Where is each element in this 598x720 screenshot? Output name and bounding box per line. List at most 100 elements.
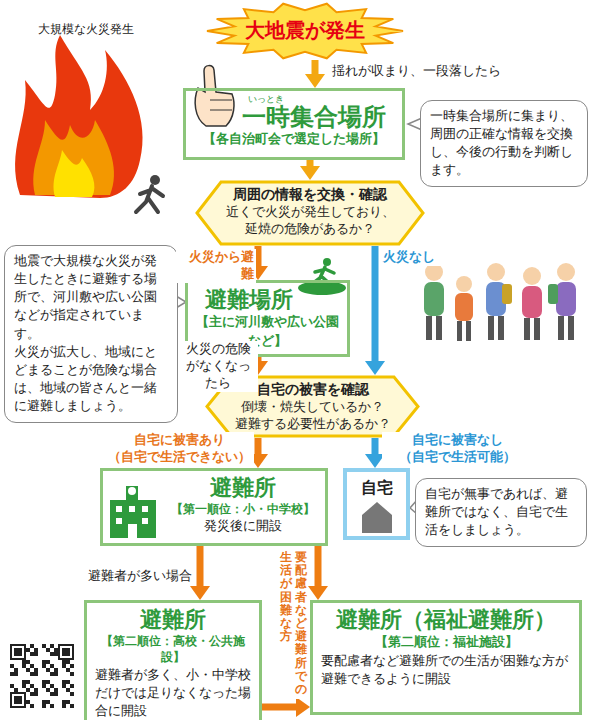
node-text: 一時集合場所 bbox=[242, 104, 394, 130]
edge-label: 揺れが収まり、一段落したら bbox=[330, 63, 530, 80]
node-text: 大地震が発生 bbox=[235, 16, 375, 44]
qr-cell bbox=[30, 664, 34, 668]
note-callout: 一時集合場所に集まり、周囲の正確な情報を交換し、今後の行動を判断します。 bbox=[420, 100, 588, 187]
qr-cell bbox=[26, 680, 30, 684]
qr-cell bbox=[46, 688, 50, 692]
node-text: 避難所 bbox=[95, 607, 251, 633]
node-text: 避難者が多く、小・中学校だけでは足りなくなった場合に開設 bbox=[95, 666, 251, 720]
qr-cell bbox=[70, 664, 74, 668]
fire bbox=[15, 35, 142, 198]
qr-cell bbox=[30, 692, 34, 696]
node-text: 地震で大規模な火災が発生したときに避難する場所で、河川敷や広い公園などが指定され… bbox=[14, 252, 168, 343]
qr-cell bbox=[26, 648, 30, 652]
qr-cell bbox=[66, 668, 70, 672]
qr-cell bbox=[62, 704, 66, 708]
qr-code bbox=[10, 644, 74, 708]
qr-cell bbox=[50, 672, 54, 676]
flow-arrow bbox=[255, 438, 262, 458]
qr-cell bbox=[12, 646, 24, 658]
decision-hexagon: 周囲の情報を交換・確認近くで火災が発生しており、延焼の危険があるか？ bbox=[195, 180, 425, 246]
node-text: 避難場所 bbox=[196, 287, 339, 313]
flow-arrow bbox=[197, 546, 204, 590]
qr-cell bbox=[46, 680, 50, 684]
qr-cell bbox=[30, 704, 34, 708]
qr-cell bbox=[66, 680, 70, 684]
qr-cell bbox=[42, 704, 46, 708]
qr-cell bbox=[22, 684, 26, 688]
qr-cell bbox=[42, 680, 46, 684]
node-text: 【第二順位：福祉施設】 bbox=[321, 633, 571, 651]
process-box: 避難所【第一順位：小・中学校】発災後に開設 bbox=[100, 468, 328, 546]
qr-cell bbox=[58, 644, 74, 660]
shape-path bbox=[207, 4, 403, 59]
node-text: 火災が拡大し、地域にとどまることが危険な場合は、地域の皆さんと一緒に避難しましょ… bbox=[14, 343, 168, 416]
qr-cell bbox=[26, 668, 30, 672]
qr-cell bbox=[62, 680, 66, 684]
edge-label: 避難者が多い場合 bbox=[60, 568, 194, 585]
flow-arrow bbox=[312, 60, 319, 78]
note-label: 大規模な火災発生 bbox=[38, 22, 134, 38]
edge-label: 自宅に被害あり （自宅で生活できない） bbox=[104, 432, 254, 466]
qr-cell bbox=[22, 680, 26, 684]
exit-sign bbox=[298, 258, 346, 295]
note-callout: 地震で大規模な火災が発生したときに避難する場所で、河川敷や広い公園などが指定され… bbox=[4, 245, 178, 423]
qr-cell bbox=[54, 692, 58, 696]
edge-label: 火災なし bbox=[381, 249, 461, 266]
qr-cell bbox=[22, 664, 26, 668]
qr-cell bbox=[30, 644, 34, 648]
qr-cell bbox=[42, 660, 46, 664]
qr-cell bbox=[62, 700, 66, 704]
qr-cell bbox=[62, 664, 66, 668]
house-icon bbox=[362, 502, 392, 533]
qr-cell bbox=[10, 644, 26, 660]
note-callout: 自宅が無事であれば、避難所ではなく、自宅で生活をしましょう。 bbox=[415, 478, 587, 547]
node-text: 【第二順位：高校・公共施設】 bbox=[95, 633, 251, 665]
qr-cell bbox=[54, 648, 58, 652]
qr-cell bbox=[66, 688, 70, 692]
qr-cell bbox=[12, 694, 24, 706]
qr-cell bbox=[70, 704, 74, 708]
qr-cell bbox=[70, 684, 74, 688]
fist-icon bbox=[195, 66, 234, 126]
qr-cell bbox=[14, 668, 18, 672]
process-box: 避難所（福祉避難所）【第二順位：福祉施設】要配慮者など避難所での生活が困難な方が… bbox=[310, 600, 582, 715]
qr-cell bbox=[34, 692, 38, 696]
running-man bbox=[136, 175, 163, 212]
flow-arrow bbox=[372, 246, 379, 365]
qr-cell bbox=[14, 696, 22, 704]
qr-cell bbox=[10, 664, 14, 668]
qr-cell bbox=[42, 684, 46, 688]
qr-cell bbox=[46, 660, 50, 664]
node-text: 自宅が無事であれば、避難所ではなく、自宅で生活をしましょう。 bbox=[425, 485, 577, 539]
qr-cell bbox=[30, 684, 34, 688]
qr-cell bbox=[10, 672, 14, 676]
event-burst: 大地震が発生 bbox=[205, 2, 405, 60]
qr-cell bbox=[26, 660, 30, 664]
qr-cell bbox=[42, 664, 46, 668]
qr-cell bbox=[62, 684, 66, 688]
qr-cell bbox=[10, 692, 26, 708]
qr-cell bbox=[46, 648, 50, 652]
edge-label: 火災の危険がなくなったら bbox=[178, 341, 258, 392]
edge-label: 火災から避難 bbox=[176, 249, 256, 283]
qr-cell bbox=[60, 646, 72, 658]
node-text: 一時集合場所に集まり、周囲の正確な情報を交換し、今後の行動を判断します。 bbox=[430, 107, 578, 180]
node-text: 【各自治町会で選定した場所】 bbox=[194, 130, 394, 148]
node-text: 要配慮者など避難所での生活が困難な方が避難できるように開設 bbox=[321, 652, 571, 688]
edge-label: 自宅に被害なし （自宅で生活可能） bbox=[382, 432, 532, 466]
qr-cell bbox=[30, 652, 34, 656]
qr-cell bbox=[70, 692, 74, 696]
qr-cell bbox=[34, 668, 38, 672]
qr-cell bbox=[50, 644, 54, 648]
qr-cell bbox=[46, 700, 50, 704]
qr-cell bbox=[54, 668, 58, 672]
school-icon bbox=[110, 486, 156, 538]
process-box: 避難所【第二順位：高校・公共施設】避難者が多く、小・中学校だけでは足りなくなった… bbox=[84, 600, 262, 720]
node-text: いっとき bbox=[242, 95, 290, 104]
qr-cell bbox=[66, 700, 70, 704]
qr-cell bbox=[10, 684, 14, 688]
qr-cell bbox=[14, 672, 18, 676]
qr-cell bbox=[26, 688, 30, 692]
qr-cell bbox=[62, 660, 66, 664]
qr-cell bbox=[34, 688, 38, 692]
